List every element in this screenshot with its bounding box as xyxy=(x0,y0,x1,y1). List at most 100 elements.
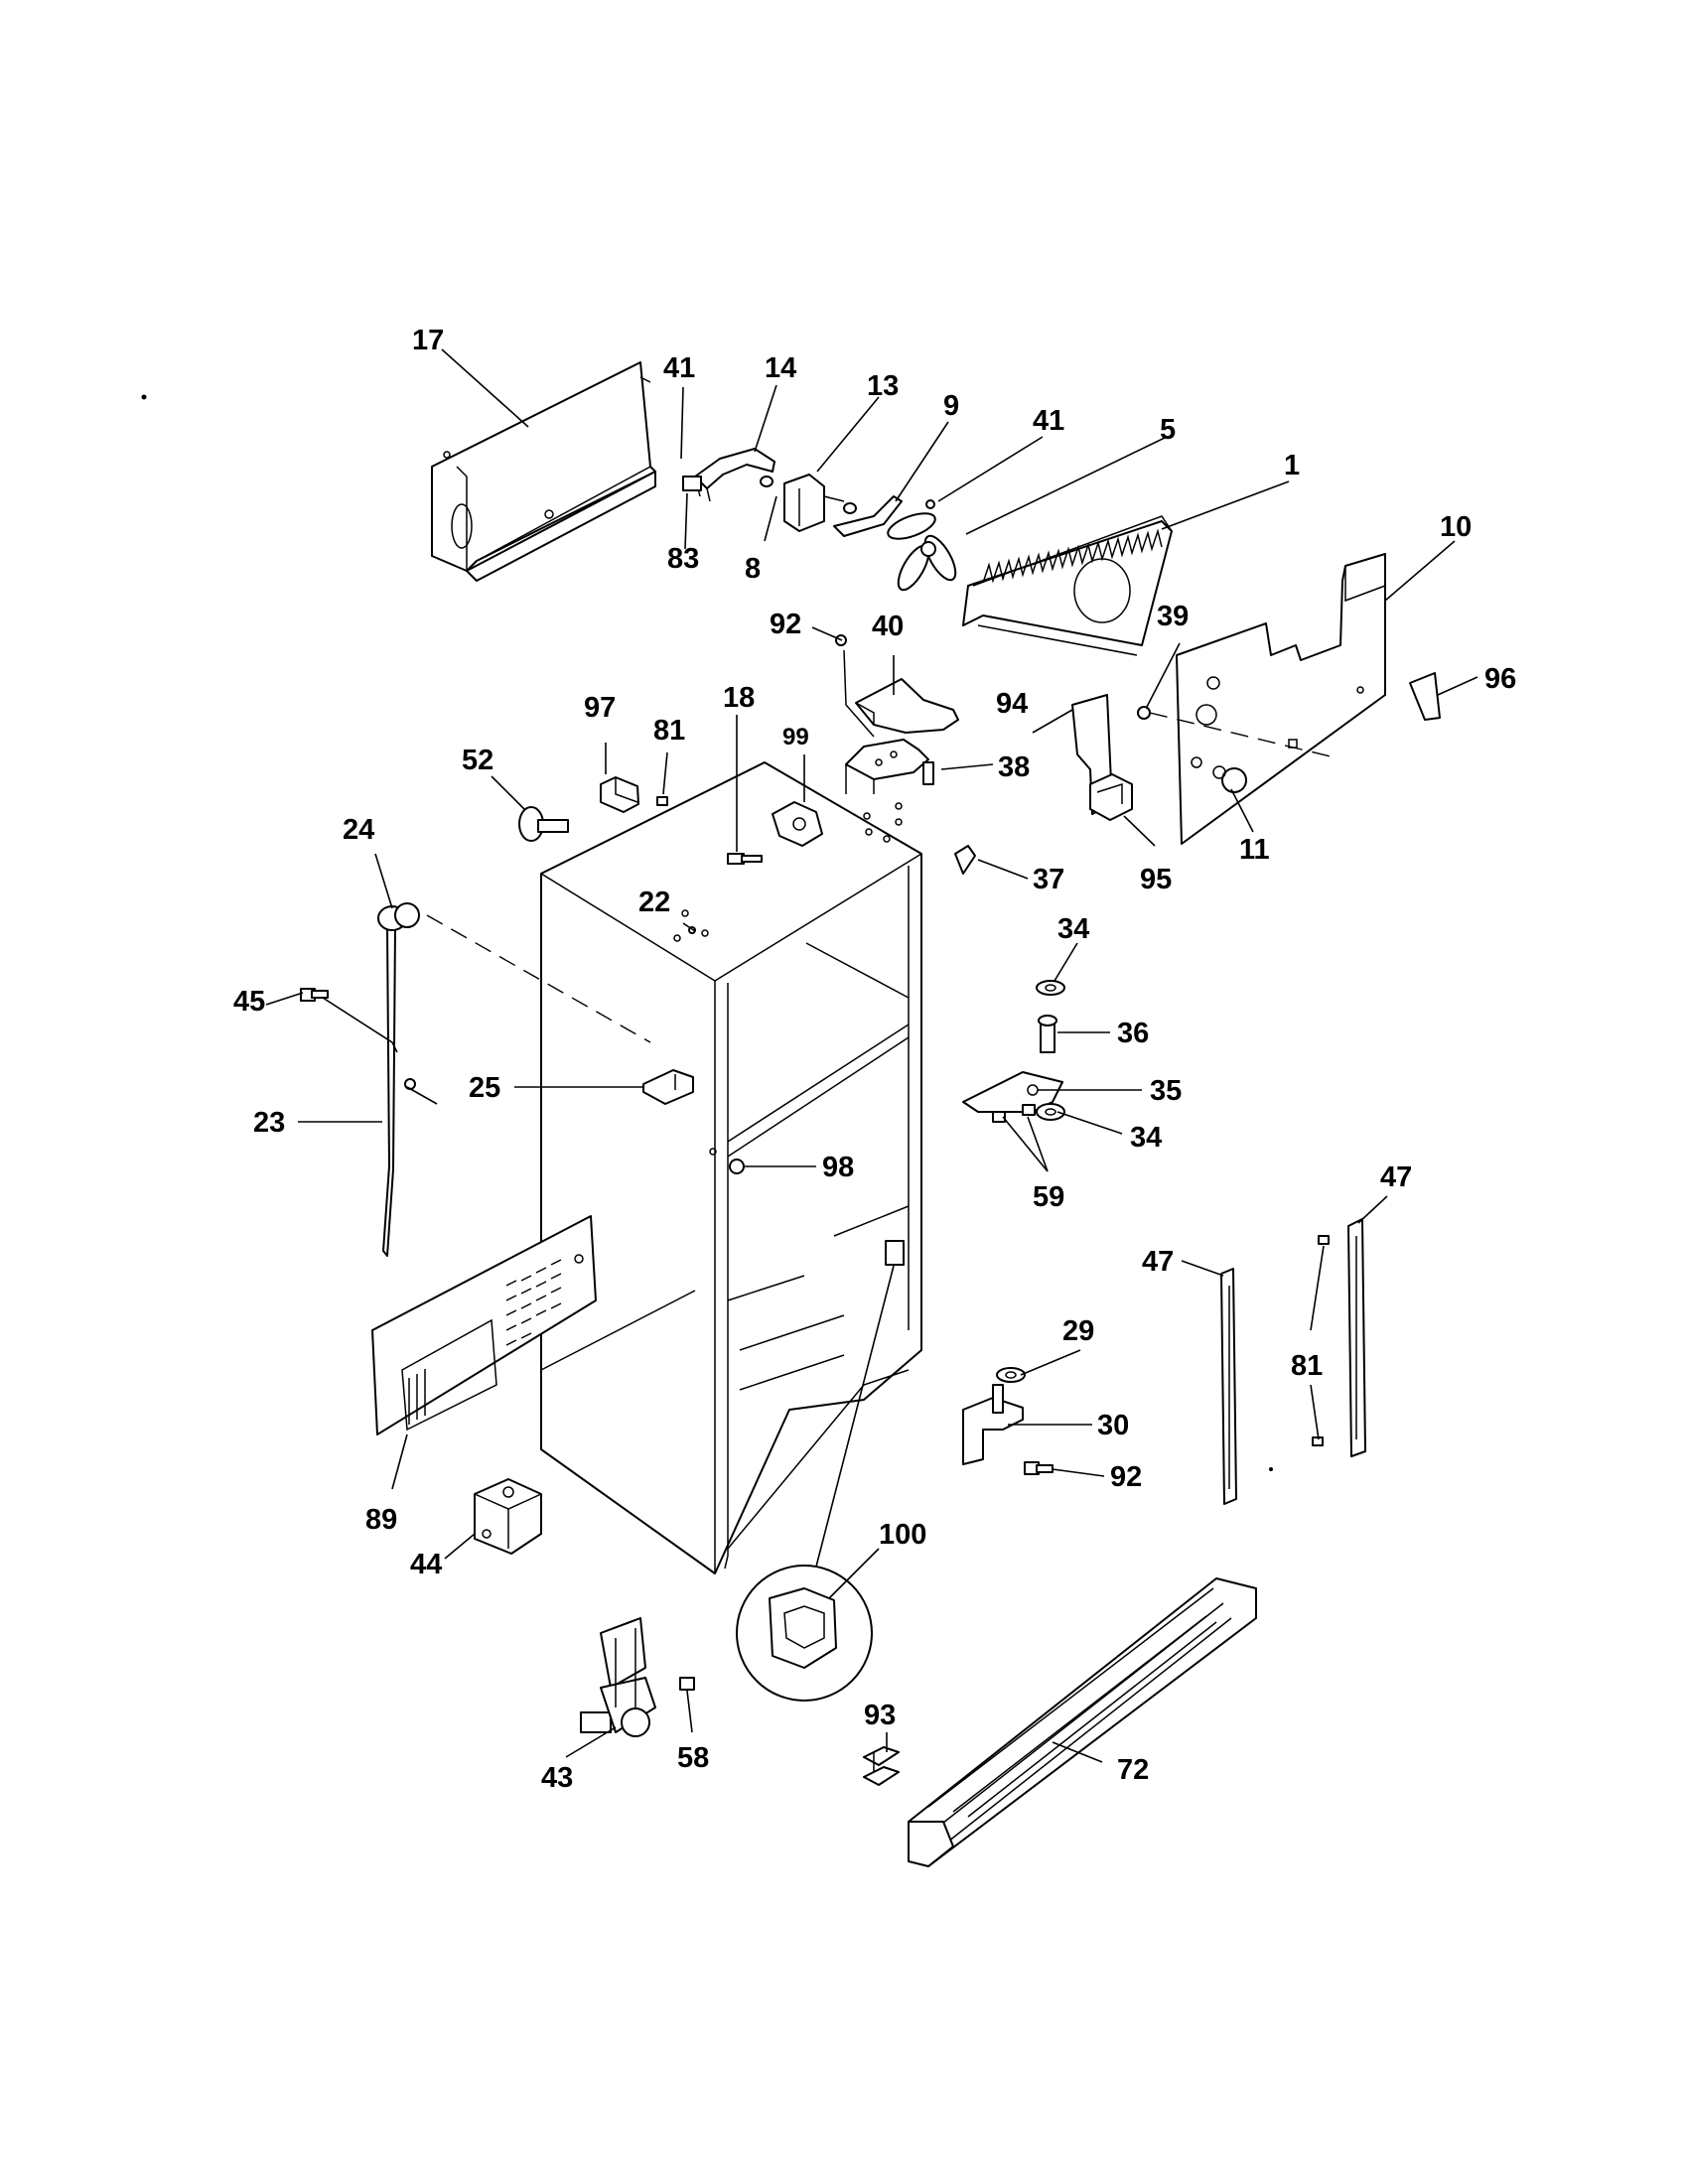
label-37: 37 xyxy=(1033,864,1064,895)
part-81-screws-side xyxy=(1312,1235,1330,1446)
part-97-bracket xyxy=(600,776,639,813)
part-39-screw xyxy=(1137,706,1151,720)
alignment-line-24 xyxy=(426,914,651,1043)
part-30-hinge xyxy=(962,1384,1024,1465)
leader-lines xyxy=(265,348,1478,1763)
part-100-latch xyxy=(736,1240,905,1702)
part-41-screw xyxy=(925,499,935,509)
part-52-bushing xyxy=(518,806,569,842)
stray-mark-2 xyxy=(1269,1467,1273,1471)
label-23: 23 xyxy=(253,1107,285,1139)
alignment-line-45b xyxy=(406,1086,438,1105)
label-41-right: 41 xyxy=(1033,405,1064,437)
label-97: 97 xyxy=(584,692,616,724)
part-58-screw xyxy=(679,1677,695,1691)
label-59: 59 xyxy=(1033,1181,1064,1213)
label-1: 1 xyxy=(1284,450,1300,481)
label-93: 93 xyxy=(864,1700,896,1731)
part-83-clip xyxy=(682,476,702,491)
label-81-top: 81 xyxy=(653,715,685,747)
label-17: 17 xyxy=(412,325,444,356)
label-29: 29 xyxy=(1062,1315,1094,1347)
part-98-pin xyxy=(729,1159,745,1174)
label-72: 72 xyxy=(1117,1754,1149,1786)
label-34-top: 34 xyxy=(1057,913,1089,945)
part-24-hinge-top xyxy=(377,902,420,931)
part-47-rail-left xyxy=(1220,1268,1237,1505)
part-14-bracket xyxy=(694,448,775,502)
label-45: 45 xyxy=(233,986,265,1018)
label-41-top: 41 xyxy=(663,352,695,384)
part-17-rear-cover xyxy=(431,361,656,582)
alignment-line-39 xyxy=(1149,712,1332,757)
part-34-washer-top xyxy=(1036,980,1065,996)
label-58: 58 xyxy=(677,1742,709,1774)
label-83: 83 xyxy=(667,543,699,575)
label-10: 10 xyxy=(1440,511,1472,543)
part-59-screws xyxy=(992,1104,1036,1123)
part-81-screw-top xyxy=(656,796,668,806)
part-95-duct-box xyxy=(1089,773,1133,821)
label-38: 38 xyxy=(998,751,1030,783)
part-36-pin xyxy=(1038,1015,1057,1053)
part-5-fan-blade xyxy=(887,512,957,592)
label-95: 95 xyxy=(1140,864,1172,895)
stray-mark xyxy=(141,394,147,400)
label-35: 35 xyxy=(1150,1075,1182,1107)
label-44: 44 xyxy=(410,1549,442,1580)
label-22: 22 xyxy=(638,887,670,918)
part-92-screw-top xyxy=(835,634,875,738)
part-44-bracket xyxy=(474,1478,542,1555)
label-25: 25 xyxy=(469,1072,500,1104)
part-47-rail-right xyxy=(1347,1218,1366,1457)
part-96-tab xyxy=(1409,672,1441,721)
label-36: 36 xyxy=(1117,1018,1149,1049)
label-30: 30 xyxy=(1097,1410,1129,1441)
label-24: 24 xyxy=(343,814,374,846)
part-11-plug xyxy=(1212,765,1247,793)
label-47-right: 47 xyxy=(1380,1161,1412,1193)
label-39: 39 xyxy=(1157,601,1189,632)
label-100: 100 xyxy=(879,1519,926,1551)
part-labels: 17 41 14 13 9 41 5 1 10 83 8 92 40 39 96… xyxy=(233,325,1516,1794)
part-23-hinge-rod xyxy=(382,927,396,1257)
part-13-motor xyxy=(783,474,845,532)
part-40-damper-cover xyxy=(855,678,959,734)
label-92-top: 92 xyxy=(770,609,801,640)
part-1-fan-shroud xyxy=(962,515,1173,656)
label-8: 8 xyxy=(745,553,761,585)
part-37-cap xyxy=(954,845,976,875)
part-38-damper-plate xyxy=(845,739,934,794)
part-9-bracket xyxy=(833,495,903,537)
label-40: 40 xyxy=(872,611,904,642)
label-81-side: 81 xyxy=(1291,1350,1323,1382)
label-43: 43 xyxy=(541,1762,573,1794)
label-14: 14 xyxy=(765,352,796,384)
label-98: 98 xyxy=(822,1152,854,1183)
part-34-washer-bottom xyxy=(1036,1103,1065,1121)
part-93-clip xyxy=(863,1746,900,1786)
part-25-hinge-bracket xyxy=(642,1069,694,1105)
label-96: 96 xyxy=(1484,663,1516,695)
label-89: 89 xyxy=(365,1504,397,1536)
part-18-screw xyxy=(727,853,763,865)
part-99-grommet xyxy=(772,801,823,847)
label-9: 9 xyxy=(943,390,959,422)
label-92-bottom: 92 xyxy=(1110,1461,1142,1493)
label-13: 13 xyxy=(867,370,899,402)
part-89-grille xyxy=(371,1215,597,1435)
label-94: 94 xyxy=(996,688,1028,720)
label-52: 52 xyxy=(462,745,493,776)
part-43-caster xyxy=(580,1617,656,1737)
part-72-base-grille xyxy=(908,1577,1257,1867)
part-23-bracket xyxy=(404,1078,416,1090)
alignment-line-45 xyxy=(322,997,398,1053)
part-29-washer xyxy=(996,1367,1026,1383)
label-11: 11 xyxy=(1239,834,1270,866)
label-18: 18 xyxy=(723,682,755,714)
part-8-washer xyxy=(760,476,857,514)
part-45-screw xyxy=(300,988,329,1002)
label-5: 5 xyxy=(1160,414,1176,446)
part-10-evaporator-cover xyxy=(1176,553,1386,845)
